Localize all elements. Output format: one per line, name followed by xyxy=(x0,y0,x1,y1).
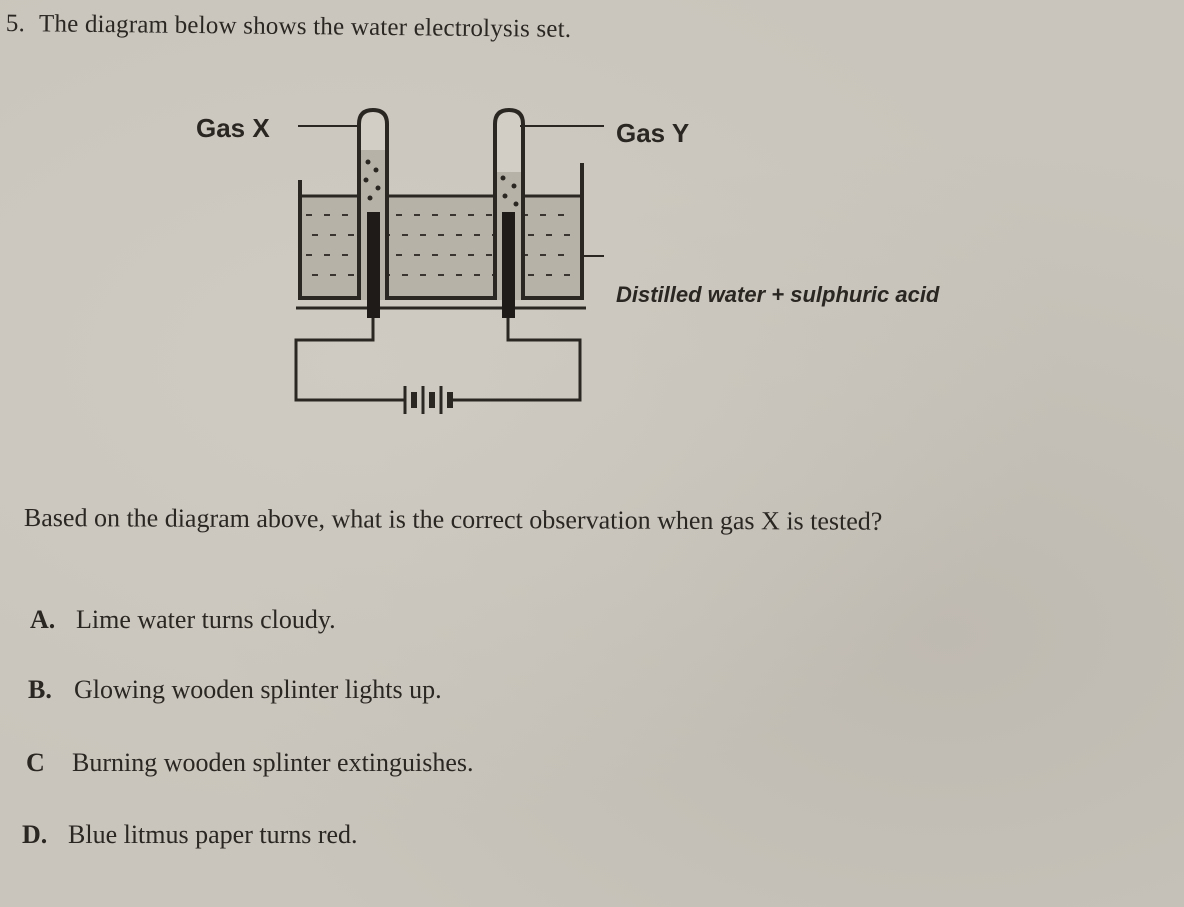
option-d[interactable]: D. Blue litmus paper turns red. xyxy=(22,820,358,850)
water-fill xyxy=(300,196,582,298)
electrode-x xyxy=(367,212,380,318)
tube-y-bubbles xyxy=(500,175,519,207)
option-letter: D. xyxy=(22,820,48,849)
option-c[interactable]: C Burning wooden splinter extinguishes. xyxy=(26,748,474,778)
electrode-y xyxy=(502,212,515,318)
option-a[interactable]: A. Lime water turns cloudy. xyxy=(30,605,336,635)
gas-x-label: Gas X xyxy=(196,113,270,143)
option-b[interactable]: B. Glowing wooden splinter lights up. xyxy=(28,675,442,705)
option-text: Glowing wooden splinter lights up. xyxy=(74,675,442,704)
option-text: Burning wooden splinter extinguishes. xyxy=(72,748,474,777)
solution-label: Distilled water + sulphuric acid xyxy=(616,282,940,307)
option-text: Blue litmus paper turns red. xyxy=(68,820,358,849)
container xyxy=(298,163,584,300)
option-letter: C xyxy=(26,748,45,777)
tube-x-bubbles xyxy=(363,159,381,201)
circuit-wire xyxy=(294,318,582,402)
water-texture xyxy=(306,214,576,276)
option-letter: B. xyxy=(28,675,52,704)
battery-icon xyxy=(400,386,470,414)
option-text: Lime water turns cloudy. xyxy=(76,605,336,634)
question-prompt: Based on the diagram above, what is the … xyxy=(23,503,883,536)
option-letter: A. xyxy=(30,605,56,634)
gas-y-label: Gas Y xyxy=(616,118,689,148)
